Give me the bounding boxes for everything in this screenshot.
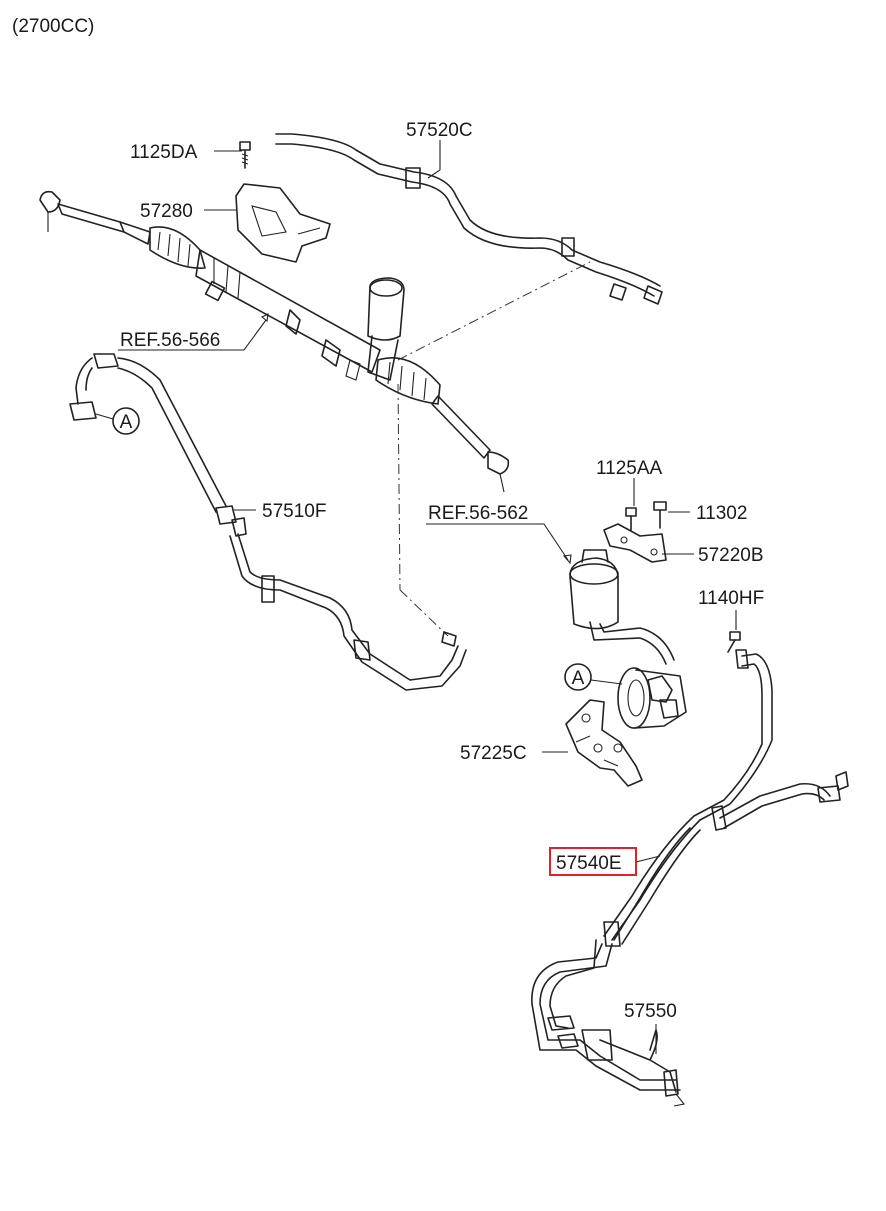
label-57520C: 57520C — [406, 120, 473, 141]
centerline-pressure-2 — [399, 589, 449, 637]
bracket-57220B — [603, 501, 667, 563]
pump-bracket-57225C — [565, 699, 643, 787]
callout-a-hose: A — [95, 407, 140, 435]
callout-a-hose-label: A — [120, 412, 133, 433]
label-1125AA: 1125AA — [596, 458, 663, 479]
pressure-hose-57510F — [69, 353, 467, 691]
power-steering-pump — [617, 667, 687, 729]
bolt-1140HF — [727, 631, 741, 653]
callout-a-pump-label: A — [572, 668, 585, 689]
centerline-pressure — [397, 383, 401, 591]
bolt-1125AA — [625, 507, 637, 517]
label-11302: 11302 — [696, 503, 747, 524]
label-57510F: 57510F — [262, 501, 326, 522]
label-1140HF: 1140HF — [698, 588, 764, 609]
bolt-11302 — [653, 501, 667, 511]
label-57550: 57550 — [624, 1001, 677, 1022]
label-ref-56-562: REF.56-562 — [428, 503, 528, 524]
engine-label: (2700CC) — [12, 16, 94, 37]
return-hose-57540E — [603, 649, 849, 947]
return-pipe-57520C — [275, 133, 663, 305]
steering-gear-rack — [39, 190, 510, 493]
highlight-box-57540E — [549, 847, 637, 876]
callout-a-pump: A — [564, 663, 623, 691]
oil-cooler-57550 — [531, 939, 685, 1107]
label-ref-56-566: REF.56-566 — [120, 330, 220, 351]
leader-lines — [118, 140, 737, 1054]
label-57540E[interactable]: 57540E — [556, 853, 622, 874]
label-1125DA: 1125DA — [130, 142, 198, 163]
label-57280: 57280 — [140, 201, 193, 222]
centerline-return — [397, 261, 591, 361]
bolt-1125DA — [239, 141, 251, 169]
label-57220B: 57220B — [698, 545, 764, 566]
reservoir — [569, 549, 675, 665]
label-57225C: 57225C — [460, 743, 527, 764]
heat-shield-57280 — [235, 183, 331, 263]
